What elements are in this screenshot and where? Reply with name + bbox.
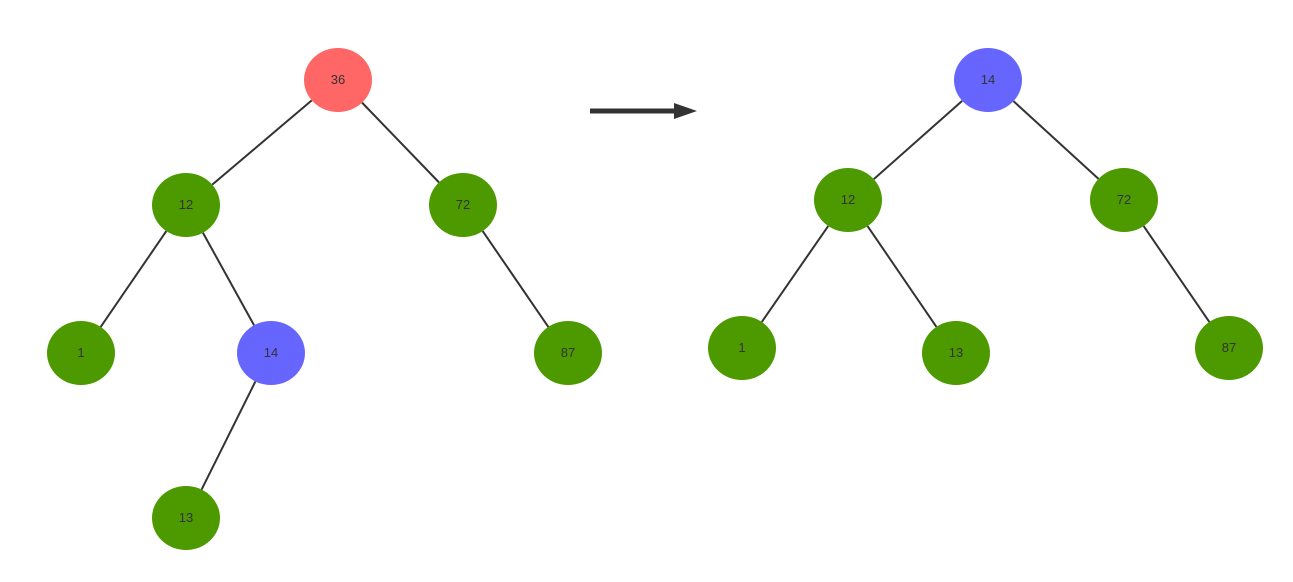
after_tree-node-label: 87 [1222,340,1236,355]
after_tree-node-87: 87 [1195,316,1263,380]
before_tree-node-circle [534,321,602,385]
before_tree-node-label: 12 [179,197,193,212]
arrow-head [674,103,697,119]
after_tree-node-13: 13 [922,321,990,385]
before_tree-node-12: 12 [152,173,220,237]
before_tree-node-circle [304,48,372,112]
before_tree-node-87: 87 [534,321,602,385]
after_tree-node-circle [814,168,882,232]
after_tree-edge-a14-a72 [1012,100,1100,180]
after_tree-edge-a12-a13 [866,225,938,328]
before_tree-node-label: 14 [264,345,278,360]
before_tree-node-label: 87 [561,345,575,360]
before_tree-node-circle [429,173,497,237]
after_tree-node-12: 12 [814,168,882,232]
before_tree-node-circle [237,321,305,385]
after_tree-node-circle [708,316,776,380]
after_tree-node-label: 1 [738,340,745,355]
before_tree-node-14: 14 [237,321,305,385]
after_tree-edge-a12-a1 [760,225,830,323]
transition-arrow [590,103,697,119]
before_tree-node-13: 13 [152,486,220,550]
nodes-layer: 36 12 72 1 14 87 13 14 12 72 1 13 87 [47,48,1263,550]
after_tree-node-circle [922,321,990,385]
before_tree-edge-b12-b14 [202,232,255,326]
before_tree-node-36: 36 [304,48,372,112]
before_tree-edge-b72-b87 [481,230,550,328]
after_tree-node-1: 1 [708,316,776,380]
before_tree-node-circle [152,486,220,550]
after_tree-node-circle [954,48,1022,112]
before_tree-edge-b36-b12 [211,99,313,186]
edges-layer [99,99,1211,490]
after_tree-node-14: 14 [954,48,1022,112]
after_tree-node-circle [1090,168,1158,232]
after_tree-node-label: 12 [841,192,855,207]
before_tree-node-label: 36 [331,72,345,87]
after_tree-edge-a14-a12 [873,100,963,180]
after_tree-node-72: 72 [1090,168,1158,232]
after_tree-node-circle [1195,316,1263,380]
before_tree-edge-b14-b13 [200,381,257,490]
before_tree-node-label: 72 [456,197,470,212]
after_tree-node-label: 72 [1117,192,1131,207]
before_tree-node-label: 1 [77,345,84,360]
before_tree-edge-b36-b72 [361,101,440,184]
before_tree-edge-b12-b1 [99,230,168,328]
after_tree-edge-a72-a87 [1142,225,1211,323]
before_tree-node-1: 1 [47,321,115,385]
before_tree-node-circle [152,173,220,237]
before_tree-node-circle [47,321,115,385]
after_tree-node-label: 13 [949,345,963,360]
before_tree-node-72: 72 [429,173,497,237]
before_tree-node-label: 13 [179,510,193,525]
after_tree-node-label: 14 [981,72,995,87]
